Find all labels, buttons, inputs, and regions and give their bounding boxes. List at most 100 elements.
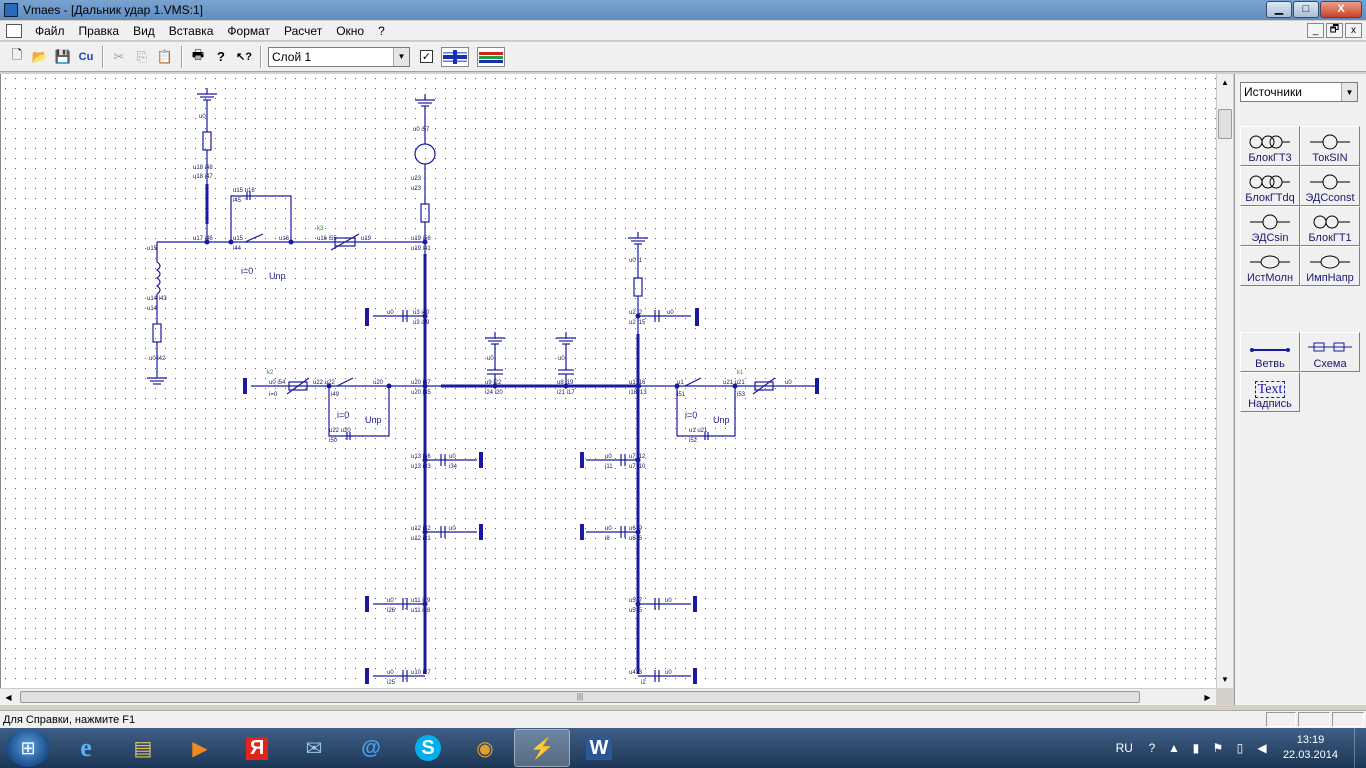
volume-icon[interactable]: ◀ xyxy=(1257,741,1267,755)
label: u0 xyxy=(449,526,456,532)
mail-agent-icon[interactable]: @ xyxy=(343,729,399,767)
media-player-icon[interactable]: ▶ xyxy=(172,729,228,767)
palette-item-blockgt1[interactable]: БлокГТ1 xyxy=(1300,206,1360,246)
label: u0 xyxy=(387,310,394,316)
open-icon[interactable]: 📂 xyxy=(31,48,49,64)
scroll-up-icon[interactable]: ▲ xyxy=(1221,78,1229,87)
layer-color-blue-icon[interactable] xyxy=(441,46,469,67)
vertical-scroll-thumb[interactable] xyxy=(1218,109,1232,139)
menu-edit[interactable]: Правка xyxy=(78,23,120,38)
schematic-nodes xyxy=(204,239,738,607)
taskbar: ⊞ e ▤ ▶ Я ✉ @ S ◉ ⚡ W RU ? ▲ ▮ ⚑ ▯ ◀ 13:… xyxy=(0,728,1366,768)
menu-insert[interactable]: Вставка xyxy=(168,23,214,38)
layer-visible-checkbox[interactable]: ✓ xyxy=(420,50,433,63)
palette-item-blockgt3[interactable]: БлокГТ3 xyxy=(1240,126,1300,166)
current-source-sin-icon xyxy=(1310,134,1350,150)
calc-icon[interactable]: Cu xyxy=(78,50,94,63)
palette-item-text-label[interactable]: Text Надпись xyxy=(1240,372,1300,412)
menu-view[interactable]: Вид xyxy=(133,23,155,38)
label: u0 xyxy=(665,598,672,604)
title-bar: Vmaes - [Дальник удар 1.VMS:1] ▁ □ X xyxy=(0,0,1366,20)
menu-calculate[interactable]: Расчет xyxy=(284,23,323,38)
label: u0 xyxy=(605,454,612,460)
language-indicator[interactable]: RU xyxy=(1115,741,1133,755)
scroll-left-icon[interactable]: ◀ xyxy=(5,692,12,702)
palette-item-impnapr[interactable]: ИмпНапр xyxy=(1300,246,1360,286)
explorer-icon[interactable]: ▤ xyxy=(115,729,171,767)
power-icon[interactable]: ▯ xyxy=(1236,741,1244,755)
horizontal-scrollbar[interactable]: ◀ ||| ▶ xyxy=(0,688,1216,705)
text-label-icon: Text xyxy=(1254,381,1286,398)
category-select[interactable]: Источники ▼ xyxy=(1240,82,1358,102)
close-button[interactable]: X xyxy=(1320,1,1362,18)
menu-help[interactable]: ? xyxy=(378,23,385,38)
label: u15 xyxy=(147,246,158,252)
label: u3 i40 xyxy=(413,310,430,316)
schematic-wires xyxy=(147,88,819,684)
label: i=0 xyxy=(337,410,349,420)
label: u4 i3 xyxy=(629,670,643,676)
palette-item-istmoln[interactable]: ИстМолн xyxy=(1240,246,1300,286)
menu-format[interactable]: Формат xyxy=(227,23,271,38)
context-help-icon[interactable]: ↖? xyxy=(236,51,252,63)
maximize-button[interactable]: □ xyxy=(1293,1,1319,18)
scroll-down-icon[interactable]: ▼ xyxy=(1221,675,1229,684)
palette-item-branch[interactable]: Ветвь xyxy=(1240,332,1300,372)
menu-file[interactable]: Файл xyxy=(35,23,65,38)
start-button[interactable]: ⊞ xyxy=(6,729,50,767)
help-tray-icon[interactable]: ? xyxy=(1148,741,1156,755)
new-icon[interactable]: 🗋 xyxy=(11,46,23,62)
mail-icon[interactable]: ✉ xyxy=(286,729,342,767)
palette-item-toksin[interactable]: ТокSIN xyxy=(1300,126,1360,166)
layer-select[interactable]: Слой 1 ▼ xyxy=(268,46,410,67)
paste-icon[interactable]: 📋 xyxy=(156,48,174,64)
label: u0 xyxy=(387,598,394,604)
status-text: Для Справки, нажмите F1 xyxy=(3,713,136,726)
clock-date: 22.03.2014 xyxy=(1282,749,1338,761)
mdi-close-button[interactable]: x xyxy=(1345,23,1362,38)
palette-item-blockgtdq[interactable]: БлокГТdq xyxy=(1240,166,1300,206)
action-center-icon[interactable]: ⚑ xyxy=(1212,741,1224,755)
label: i44 xyxy=(233,246,242,252)
copy-icon[interactable]: ⎘ xyxy=(136,48,148,64)
vertical-scrollbar[interactable]: ▲ ▼ xyxy=(1216,74,1233,688)
menu-window[interactable]: Окно xyxy=(336,23,365,38)
schematic-canvas[interactable]: u0 u18 i48 u18 i47 u17 i46 u15 u16 i45 u… xyxy=(0,74,1216,688)
label: u18 i48 xyxy=(193,165,213,171)
chevron-down-icon[interactable]: ▼ xyxy=(1341,83,1357,101)
chrome-icon[interactable]: ◉ xyxy=(457,729,513,767)
label: u0 i54 xyxy=(269,380,286,386)
ie-icon[interactable]: e xyxy=(58,729,114,767)
label: u20 i37 xyxy=(411,380,431,386)
label: u23 xyxy=(411,176,422,182)
word-icon[interactable]: W xyxy=(571,729,627,767)
clock[interactable]: 13:19 22.03.2014 xyxy=(1283,733,1338,763)
cut-icon[interactable]: ✂ xyxy=(113,48,125,64)
minimize-button[interactable]: ▁ xyxy=(1266,1,1292,18)
palette-item-edsconst[interactable]: ЭДСconst xyxy=(1300,166,1360,206)
show-hidden-icon[interactable]: ▲ xyxy=(1167,741,1180,755)
palette-item-edssin[interactable]: ЭДСsin xyxy=(1240,206,1300,246)
help-icon[interactable]: ? xyxy=(217,49,225,64)
palette-item-scheme[interactable]: Схема xyxy=(1300,332,1360,372)
skype-icon[interactable]: S xyxy=(400,729,456,767)
label: i18 i13 xyxy=(629,390,647,396)
mdi-minimize-button[interactable]: _ xyxy=(1307,23,1324,38)
yandex-icon[interactable]: Я xyxy=(229,729,285,767)
save-icon[interactable]: 💾 xyxy=(54,48,72,64)
network-icon[interactable]: ▮ xyxy=(1192,741,1200,755)
label: u3 i39 xyxy=(413,320,430,326)
toolbar-separator xyxy=(102,45,104,68)
layer-color-red-icon[interactable] xyxy=(477,46,505,67)
label: u11 i28 xyxy=(411,608,431,614)
label: u16 xyxy=(279,236,290,242)
scroll-right-icon[interactable]: ▶ xyxy=(1204,692,1211,702)
print-icon[interactable]: 🖶 xyxy=(191,46,205,62)
show-desktop-button[interactable] xyxy=(1354,728,1366,768)
chevron-down-icon[interactable]: ▼ xyxy=(393,47,409,66)
horizontal-scroll-thumb[interactable]: ||| xyxy=(20,691,1140,703)
document-icon[interactable] xyxy=(6,23,22,38)
mdi-restore-button[interactable]: 🗗 xyxy=(1326,23,1343,38)
vmaes-icon[interactable]: ⚡ xyxy=(514,729,570,767)
schematic-drawing[interactable]: u0 u18 i48 u18 i47 u17 i46 u15 u16 i45 u… xyxy=(1,74,1216,688)
